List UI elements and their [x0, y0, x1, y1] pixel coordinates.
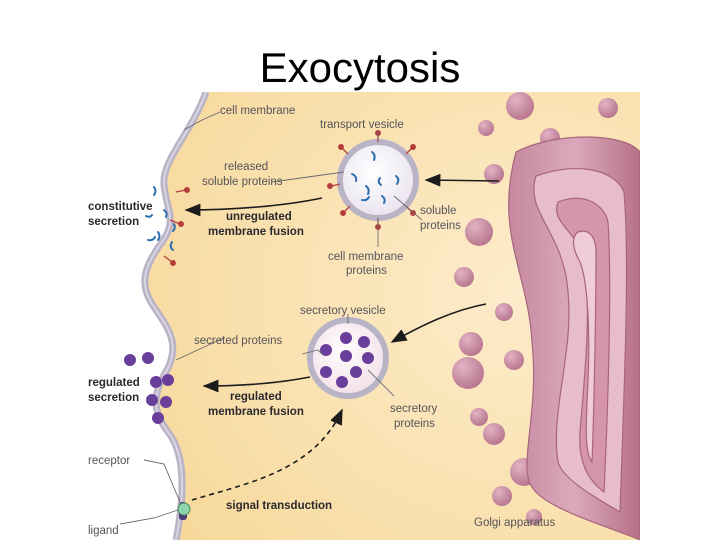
process-arrows [184, 173, 500, 501]
label-constitutive-secretion-2: secretion [88, 216, 139, 228]
label-secreted-proteins: secreted proteins [194, 335, 282, 347]
slide-title: Exocytosis [259, 44, 461, 91]
label-signal-transduction: signal transduction [226, 500, 332, 512]
golgi-stack [508, 136, 640, 540]
label-soluble-proteins-2: proteins [420, 220, 461, 232]
released-soluble-proteins [145, 186, 176, 251]
leader-lines [119, 111, 423, 525]
label-receptor: receptor [88, 455, 130, 467]
label-released-soluble-proteins-2: soluble proteins [202, 176, 283, 188]
label-cell-membrane-proteins-1: cell membrane [328, 251, 403, 263]
label-regulated-membrane-fusion-2: membrane fusion [208, 406, 304, 418]
receptor-complex [177, 502, 191, 520]
label-secretory-proteins-1: secretory [390, 403, 438, 415]
label-ligand: ligand [88, 525, 119, 537]
label-cell-membrane: cell membrane [220, 105, 295, 117]
secreted-proteins-outside [124, 352, 174, 424]
label-golgi-apparatus: Golgi apparatus [474, 517, 555, 529]
secretory-proteins [320, 332, 374, 388]
label-regulated-membrane-fusion-1: regulated [230, 391, 282, 403]
label-regulated-secretion-2: secretion [88, 392, 139, 404]
vesicle-soluble-proteins [351, 151, 400, 204]
label-secretory-vesicle: secretory vesicle [300, 305, 386, 317]
secretory-vesicle [307, 317, 389, 399]
label-regulated-secretion-1: regulated [88, 377, 140, 389]
exocytosis-diagram: cell membrane transport vesicle released… [84, 92, 640, 540]
label-unregulated-membrane-fusion-1: unregulated [226, 211, 292, 223]
diagram-labels: cell membrane transport vesicle released… [88, 105, 555, 537]
label-released-soluble-proteins-1: released [224, 161, 268, 173]
label-unregulated-membrane-fusion-2: membrane fusion [208, 226, 304, 238]
label-soluble-proteins-1: soluble [420, 205, 456, 217]
ligand [177, 502, 191, 516]
label-transport-vesicle: transport vesicle [320, 119, 404, 131]
label-constitutive-secretion-1: constitutive [88, 201, 153, 213]
label-secretory-proteins-2: proteins [394, 418, 435, 430]
label-cell-membrane-proteins-2: proteins [346, 265, 387, 277]
membrane-proteins [163, 187, 190, 266]
